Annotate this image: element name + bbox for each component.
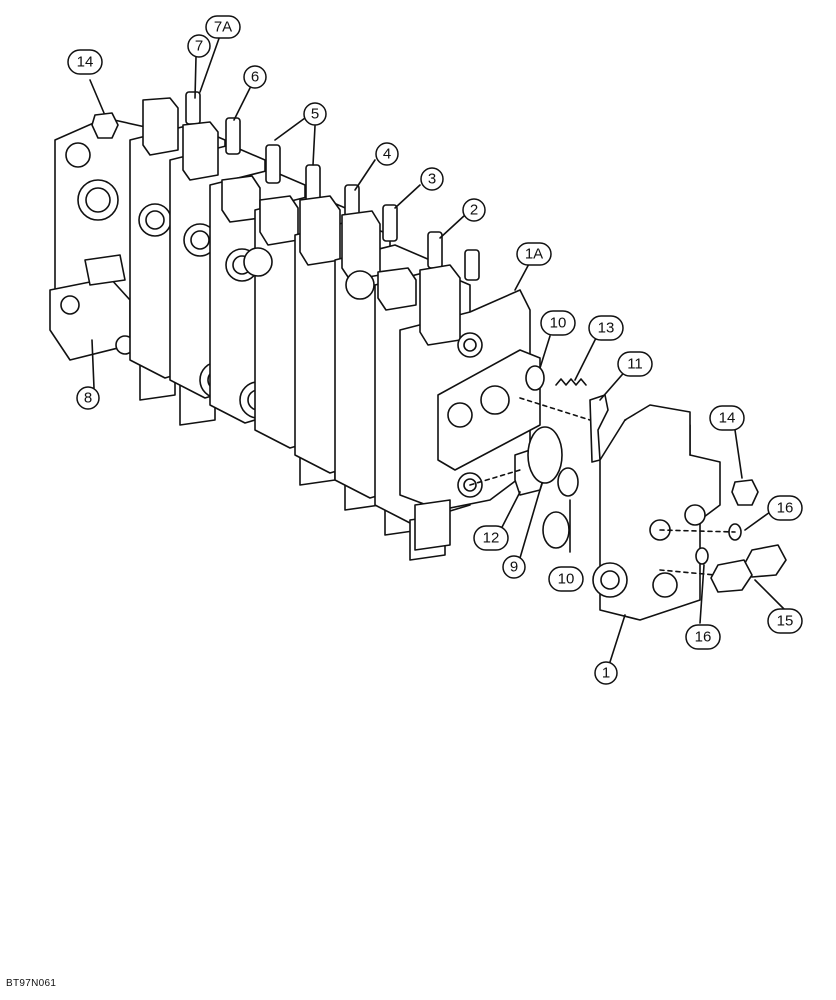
callout-7: 7 <box>187 34 211 58</box>
svg-text:16: 16 <box>695 629 712 646</box>
inlet-section <box>49 117 176 401</box>
svg-text:4: 4 <box>383 146 391 163</box>
svg-text:13: 13 <box>598 320 615 337</box>
svg-text:14: 14 <box>77 54 94 71</box>
gasket-port <box>447 402 473 428</box>
gasket-port <box>480 385 510 415</box>
plug <box>91 112 119 139</box>
svg-text:15: 15 <box>777 613 794 630</box>
svg-text:1: 1 <box>602 665 610 682</box>
svg-text:12: 12 <box>483 530 500 547</box>
end-cover <box>592 404 721 621</box>
svg-text:14: 14 <box>719 410 736 427</box>
callout-1a: 1A <box>516 242 552 266</box>
o-ring <box>557 467 579 497</box>
plug <box>731 479 759 506</box>
svg-text:11: 11 <box>627 356 643 373</box>
callout-1: 1 <box>594 661 618 685</box>
svg-text:7A: 7A <box>214 19 232 36</box>
figure-code: BT97N061 <box>6 978 57 989</box>
callout-15: 15 <box>767 608 803 634</box>
plug <box>710 559 753 593</box>
svg-text:2: 2 <box>470 202 478 219</box>
svg-text:8: 8 <box>84 390 92 407</box>
callout-16-bottom: 16 <box>685 624 721 650</box>
o-ring <box>525 365 545 391</box>
svg-text:7: 7 <box>195 38 203 55</box>
o-ring <box>542 511 570 549</box>
callout-16-top: 16 <box>767 495 803 521</box>
callout-2: 2 <box>462 198 486 222</box>
callout-5: 5 <box>303 102 327 126</box>
callout-9: 9 <box>502 555 526 579</box>
callout-11: 11 <box>617 351 653 377</box>
callout-3: 3 <box>420 167 444 191</box>
o-ring-large <box>527 426 563 484</box>
alignment-lines <box>469 397 736 576</box>
callouts: 14 7A 7 6 5 4 3 2 1A 10 13 11 8 14 16 12… <box>67 15 803 685</box>
callout-6: 6 <box>243 65 267 89</box>
spring <box>555 378 587 386</box>
callout-14-top: 14 <box>67 49 103 75</box>
washer <box>695 547 709 565</box>
svg-text:1A: 1A <box>525 246 543 263</box>
svg-text:10: 10 <box>558 571 575 588</box>
callout-13: 13 <box>588 315 624 341</box>
callout-7a: 7A <box>205 15 241 39</box>
valve-stack <box>49 91 531 561</box>
callout-10-bottom: 10 <box>548 566 584 592</box>
callout-14-right: 14 <box>709 405 745 431</box>
callout-4: 4 <box>375 142 399 166</box>
leader-lines <box>89 29 786 663</box>
callout-10-top: 10 <box>540 310 576 336</box>
callout-8: 8 <box>76 386 100 410</box>
svg-text:5: 5 <box>311 106 319 123</box>
svg-text:3: 3 <box>428 171 436 188</box>
svg-text:6: 6 <box>251 69 259 86</box>
callout-12: 12 <box>473 525 509 551</box>
svg-text:9: 9 <box>510 559 518 576</box>
svg-text:10: 10 <box>550 315 567 332</box>
svg-text:16: 16 <box>777 500 794 517</box>
